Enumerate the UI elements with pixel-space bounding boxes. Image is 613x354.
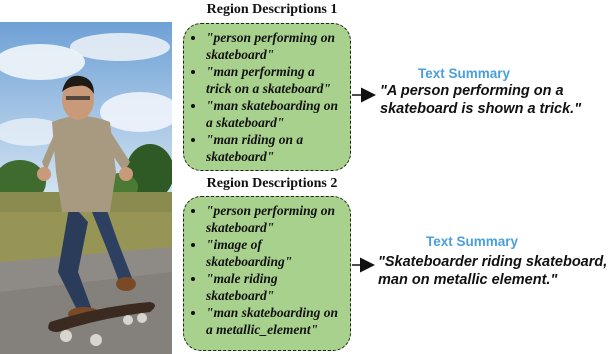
text-summary-2: "Skateboarder riding skateboard, man on … bbox=[378, 254, 608, 288]
text-summary-1: "A person performing on a skateboard is … bbox=[380, 83, 582, 117]
region-descriptions-1-list: "person performing on skateboard" "man p… bbox=[192, 30, 342, 165]
list-item: "person performing on skateboard" bbox=[206, 203, 342, 236]
text-summary-2-title: Text Summary bbox=[426, 234, 519, 249]
text-summary-1-title: Text Summary bbox=[418, 66, 511, 81]
region-descriptions-1-box: "person performing on skateboard" "man p… bbox=[183, 23, 351, 171]
skateboarder-photo bbox=[0, 22, 172, 354]
list-item: "man riding on a skateboard" bbox=[206, 132, 342, 165]
list-item: "man performing a trick on a skateboard" bbox=[206, 64, 342, 97]
region-descriptions-1-title: Region Descriptions 1 bbox=[206, 2, 338, 17]
list-item: "man skateboarding on a skateboard" bbox=[206, 98, 342, 131]
list-item: "person performing on skateboard" bbox=[206, 30, 342, 63]
list-item: "image of skateboarding" bbox=[206, 237, 342, 270]
region-descriptions-2-box: "person performing on skateboard" "image… bbox=[183, 196, 351, 351]
list-item: "man skateboarding on a metallic_element… bbox=[206, 305, 342, 338]
list-item: "male riding skateboard" bbox=[206, 271, 342, 304]
region-descriptions-2-title: Region Descriptions 2 bbox=[206, 176, 338, 191]
skateboarder-illustration bbox=[0, 22, 172, 354]
region-descriptions-2-list: "person performing on skateboard" "image… bbox=[192, 203, 342, 338]
